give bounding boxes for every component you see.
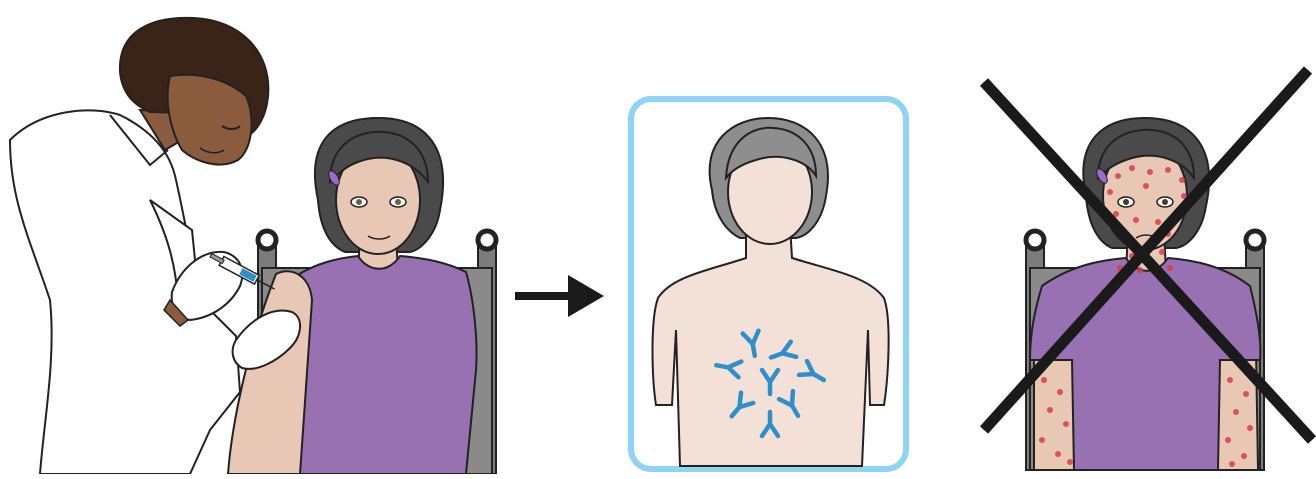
rash-spot bbox=[1041, 377, 1047, 383]
rash-spot bbox=[1129, 165, 1135, 171]
girl-arm-left bbox=[228, 271, 312, 474]
sick-pupil-right bbox=[1162, 199, 1168, 205]
rash-spot bbox=[1067, 459, 1073, 465]
girl-pupil-left bbox=[356, 199, 362, 205]
immunity-panel bbox=[631, 99, 906, 469]
rash-spot bbox=[1227, 377, 1233, 383]
rash-spot bbox=[1137, 267, 1143, 273]
arrow-head bbox=[568, 275, 604, 317]
rash-spot bbox=[1133, 217, 1139, 223]
girl-pupil-right bbox=[395, 199, 401, 205]
progression-arrow bbox=[515, 275, 604, 317]
rash-spot bbox=[1047, 407, 1053, 413]
rash-spot bbox=[1107, 189, 1113, 195]
sick-pupil-left bbox=[1123, 199, 1129, 205]
rash-spot bbox=[1155, 219, 1161, 225]
rash-spot bbox=[1243, 391, 1249, 397]
rash-spot bbox=[1159, 249, 1165, 255]
prevented-panel bbox=[984, 70, 1312, 470]
rash-spot bbox=[1115, 173, 1121, 179]
rash-spot bbox=[1167, 265, 1173, 271]
rash-spot bbox=[1233, 409, 1239, 415]
chair2-handle-left bbox=[1026, 231, 1044, 249]
rash-spot bbox=[1241, 453, 1247, 459]
rash-spot bbox=[1179, 177, 1185, 183]
rash-spot bbox=[1055, 451, 1061, 457]
rash-spot bbox=[1057, 389, 1063, 395]
chair2-handle-right bbox=[1246, 231, 1264, 249]
girl-shirt bbox=[296, 256, 477, 474]
rash-spot bbox=[1147, 169, 1153, 175]
vaccination-panel bbox=[10, 18, 496, 474]
chair-handle-left bbox=[258, 231, 276, 249]
chair-handle-right bbox=[478, 231, 496, 249]
rash-spot bbox=[1063, 421, 1069, 427]
rash-spot bbox=[1039, 437, 1045, 443]
rash-spot bbox=[1229, 461, 1235, 467]
rash-spot bbox=[1143, 183, 1149, 189]
rash-spot bbox=[1225, 437, 1231, 443]
rash-spot bbox=[1247, 425, 1253, 431]
rash-spot bbox=[1165, 167, 1171, 173]
